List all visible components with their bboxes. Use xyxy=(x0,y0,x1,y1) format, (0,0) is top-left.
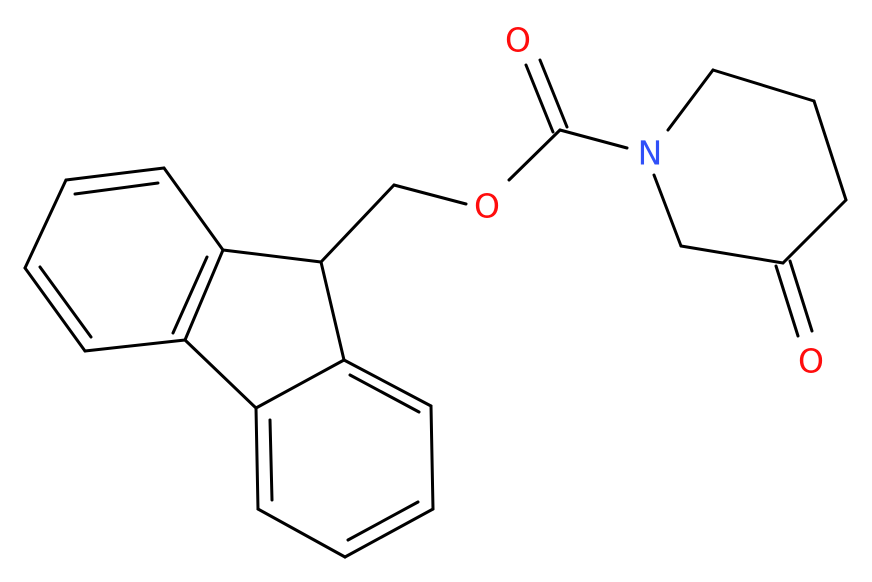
linker-and-carbamate xyxy=(319,58,629,264)
carbonyl-oxygen-label: O xyxy=(505,21,531,60)
ester-oxygen-label: O xyxy=(474,187,500,226)
fluorene-five-ring xyxy=(183,248,346,410)
ring-nitrogen-label: N xyxy=(638,134,663,173)
fluorene-left-ring xyxy=(23,166,225,353)
piperidinone-ring xyxy=(652,68,848,338)
fluorene-right-ring xyxy=(254,358,435,559)
ketone-oxygen-label: O xyxy=(798,342,824,381)
